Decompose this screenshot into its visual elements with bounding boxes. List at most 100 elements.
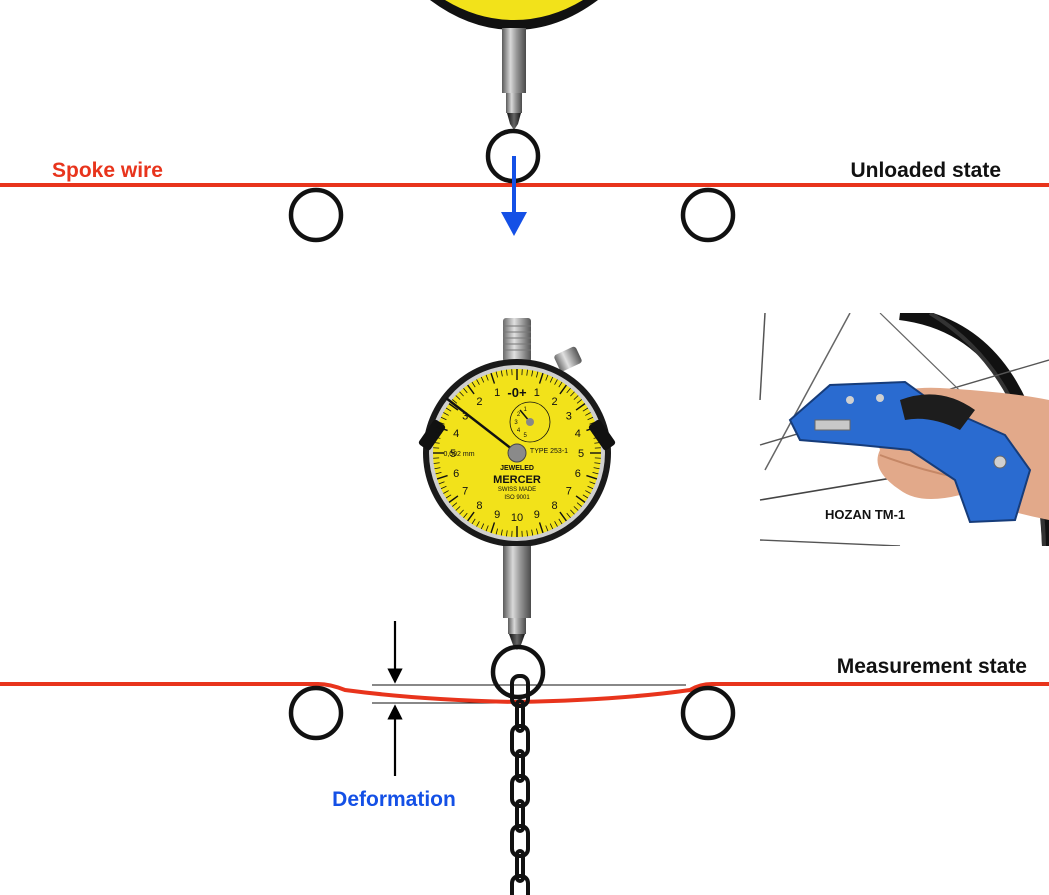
gauge-resolution: 0,002 mm: [443, 451, 474, 458]
chain-link: [510, 874, 530, 895]
dial-tick: [485, 525, 489, 532]
dial-tick: [558, 518, 563, 525]
roller-bottom-center: [490, 644, 546, 700]
deformation-label: Deformation: [332, 788, 456, 811]
measurement-state-label: Measurement state: [837, 655, 1027, 678]
dial-number: 7: [462, 486, 468, 498]
dial-tick: [500, 370, 503, 377]
dial-tick: [467, 384, 475, 395]
dial-tick: [573, 395, 579, 400]
dial-tick: [554, 521, 558, 527]
dial-tick: [480, 376, 485, 383]
dial-tick: [582, 407, 589, 412]
dial-tick: [593, 467, 600, 470]
dial-tick: [592, 431, 599, 434]
dial-tick: [531, 370, 534, 377]
gauge-type: TYPE 253-1: [530, 448, 568, 455]
dial-tick: [440, 416, 447, 421]
dial-number: 1: [534, 387, 540, 399]
chain-link: [515, 799, 525, 833]
dial-tick: [566, 388, 571, 394]
dial-tick: [593, 436, 600, 439]
dial-tick: [545, 374, 549, 381]
dial-tick: [459, 391, 464, 397]
dial-number: 6: [575, 468, 581, 480]
spoke-wire-deflected: [0, 682, 1049, 705]
dial-tick: [589, 421, 596, 425]
dial-tick: [506, 530, 508, 537]
dial-tick: [434, 436, 441, 439]
dial-tick: [549, 523, 554, 530]
dial-tick: [443, 412, 449, 416]
dial-tick: [573, 506, 579, 511]
dial-tick: [531, 529, 534, 536]
roller-bottom-left: [288, 685, 344, 741]
dial-tick: [554, 379, 558, 385]
dial-number: 5: [578, 448, 584, 460]
unloaded-state-label: Unloaded state: [850, 159, 1001, 182]
dial-number: 3: [566, 410, 572, 422]
sub-dial-number: 4: [517, 428, 521, 434]
dial-tick: [435, 472, 442, 475]
dial-tick: [448, 495, 459, 503]
dial-tick: [526, 530, 528, 537]
dial-tick: [433, 442, 440, 444]
dial-tick: [559, 384, 567, 395]
dial-tick: [495, 528, 498, 535]
dial-tick: [436, 426, 448, 432]
gauge-brand: MERCER: [493, 474, 541, 486]
gauge-swiss: SWISS MADE: [498, 487, 536, 493]
dial-tick: [585, 412, 591, 416]
chain-link: [515, 749, 525, 783]
dial-number: 1: [494, 387, 500, 399]
gauge-iso: ISO 9001: [504, 495, 530, 501]
sub-dial-number: 2: [517, 412, 521, 418]
dial-tick: [566, 512, 571, 518]
dial-number: 9: [494, 509, 500, 521]
dial-tick: [545, 525, 549, 532]
roller-top-right: [680, 187, 736, 243]
dial-number: 9: [534, 509, 540, 521]
dial-tick: [586, 426, 598, 432]
dial-tick: [455, 395, 461, 400]
chain-link: [510, 674, 530, 708]
roller-top-left: [288, 187, 344, 243]
dial-tick: [490, 522, 496, 534]
dial-tick: [467, 511, 475, 522]
gauge-jeweled: JEWELED: [500, 465, 534, 472]
dial-tick: [594, 442, 601, 444]
chain-link: [515, 699, 525, 733]
dial-number: 3: [462, 410, 468, 422]
dial-tick: [445, 407, 452, 412]
dial-tick: [476, 521, 480, 527]
dial-number: 5: [450, 448, 456, 460]
dial-tick: [575, 495, 586, 503]
dial-tick: [589, 481, 596, 485]
dial-number: 4: [575, 428, 581, 440]
dial-tick: [500, 529, 503, 536]
spoke-wire-label: Spoke wire: [52, 159, 163, 182]
dial-tick: [443, 490, 449, 494]
dial-tick: [436, 474, 448, 480]
dial-tick: [448, 403, 459, 411]
dial-tick: [471, 518, 476, 525]
load-arrow: [501, 156, 527, 236]
dial-tick: [549, 376, 554, 383]
dial-number: 8: [552, 500, 558, 512]
dial-tick: [485, 374, 489, 381]
dial-tick: [433, 462, 440, 464]
dial-tick: [575, 403, 586, 411]
dial-tick: [452, 399, 458, 404]
load-chain: [510, 674, 530, 895]
roller-bottom-right: [680, 685, 736, 741]
dial-tick: [587, 416, 594, 421]
dial-number: 6: [453, 468, 459, 480]
dial-tick: [559, 511, 567, 522]
dial-number: 2: [476, 396, 482, 408]
dial-tick: [438, 421, 445, 425]
dial-tick: [463, 388, 468, 394]
dial-tick: [536, 528, 539, 535]
dial-tick: [594, 462, 601, 464]
